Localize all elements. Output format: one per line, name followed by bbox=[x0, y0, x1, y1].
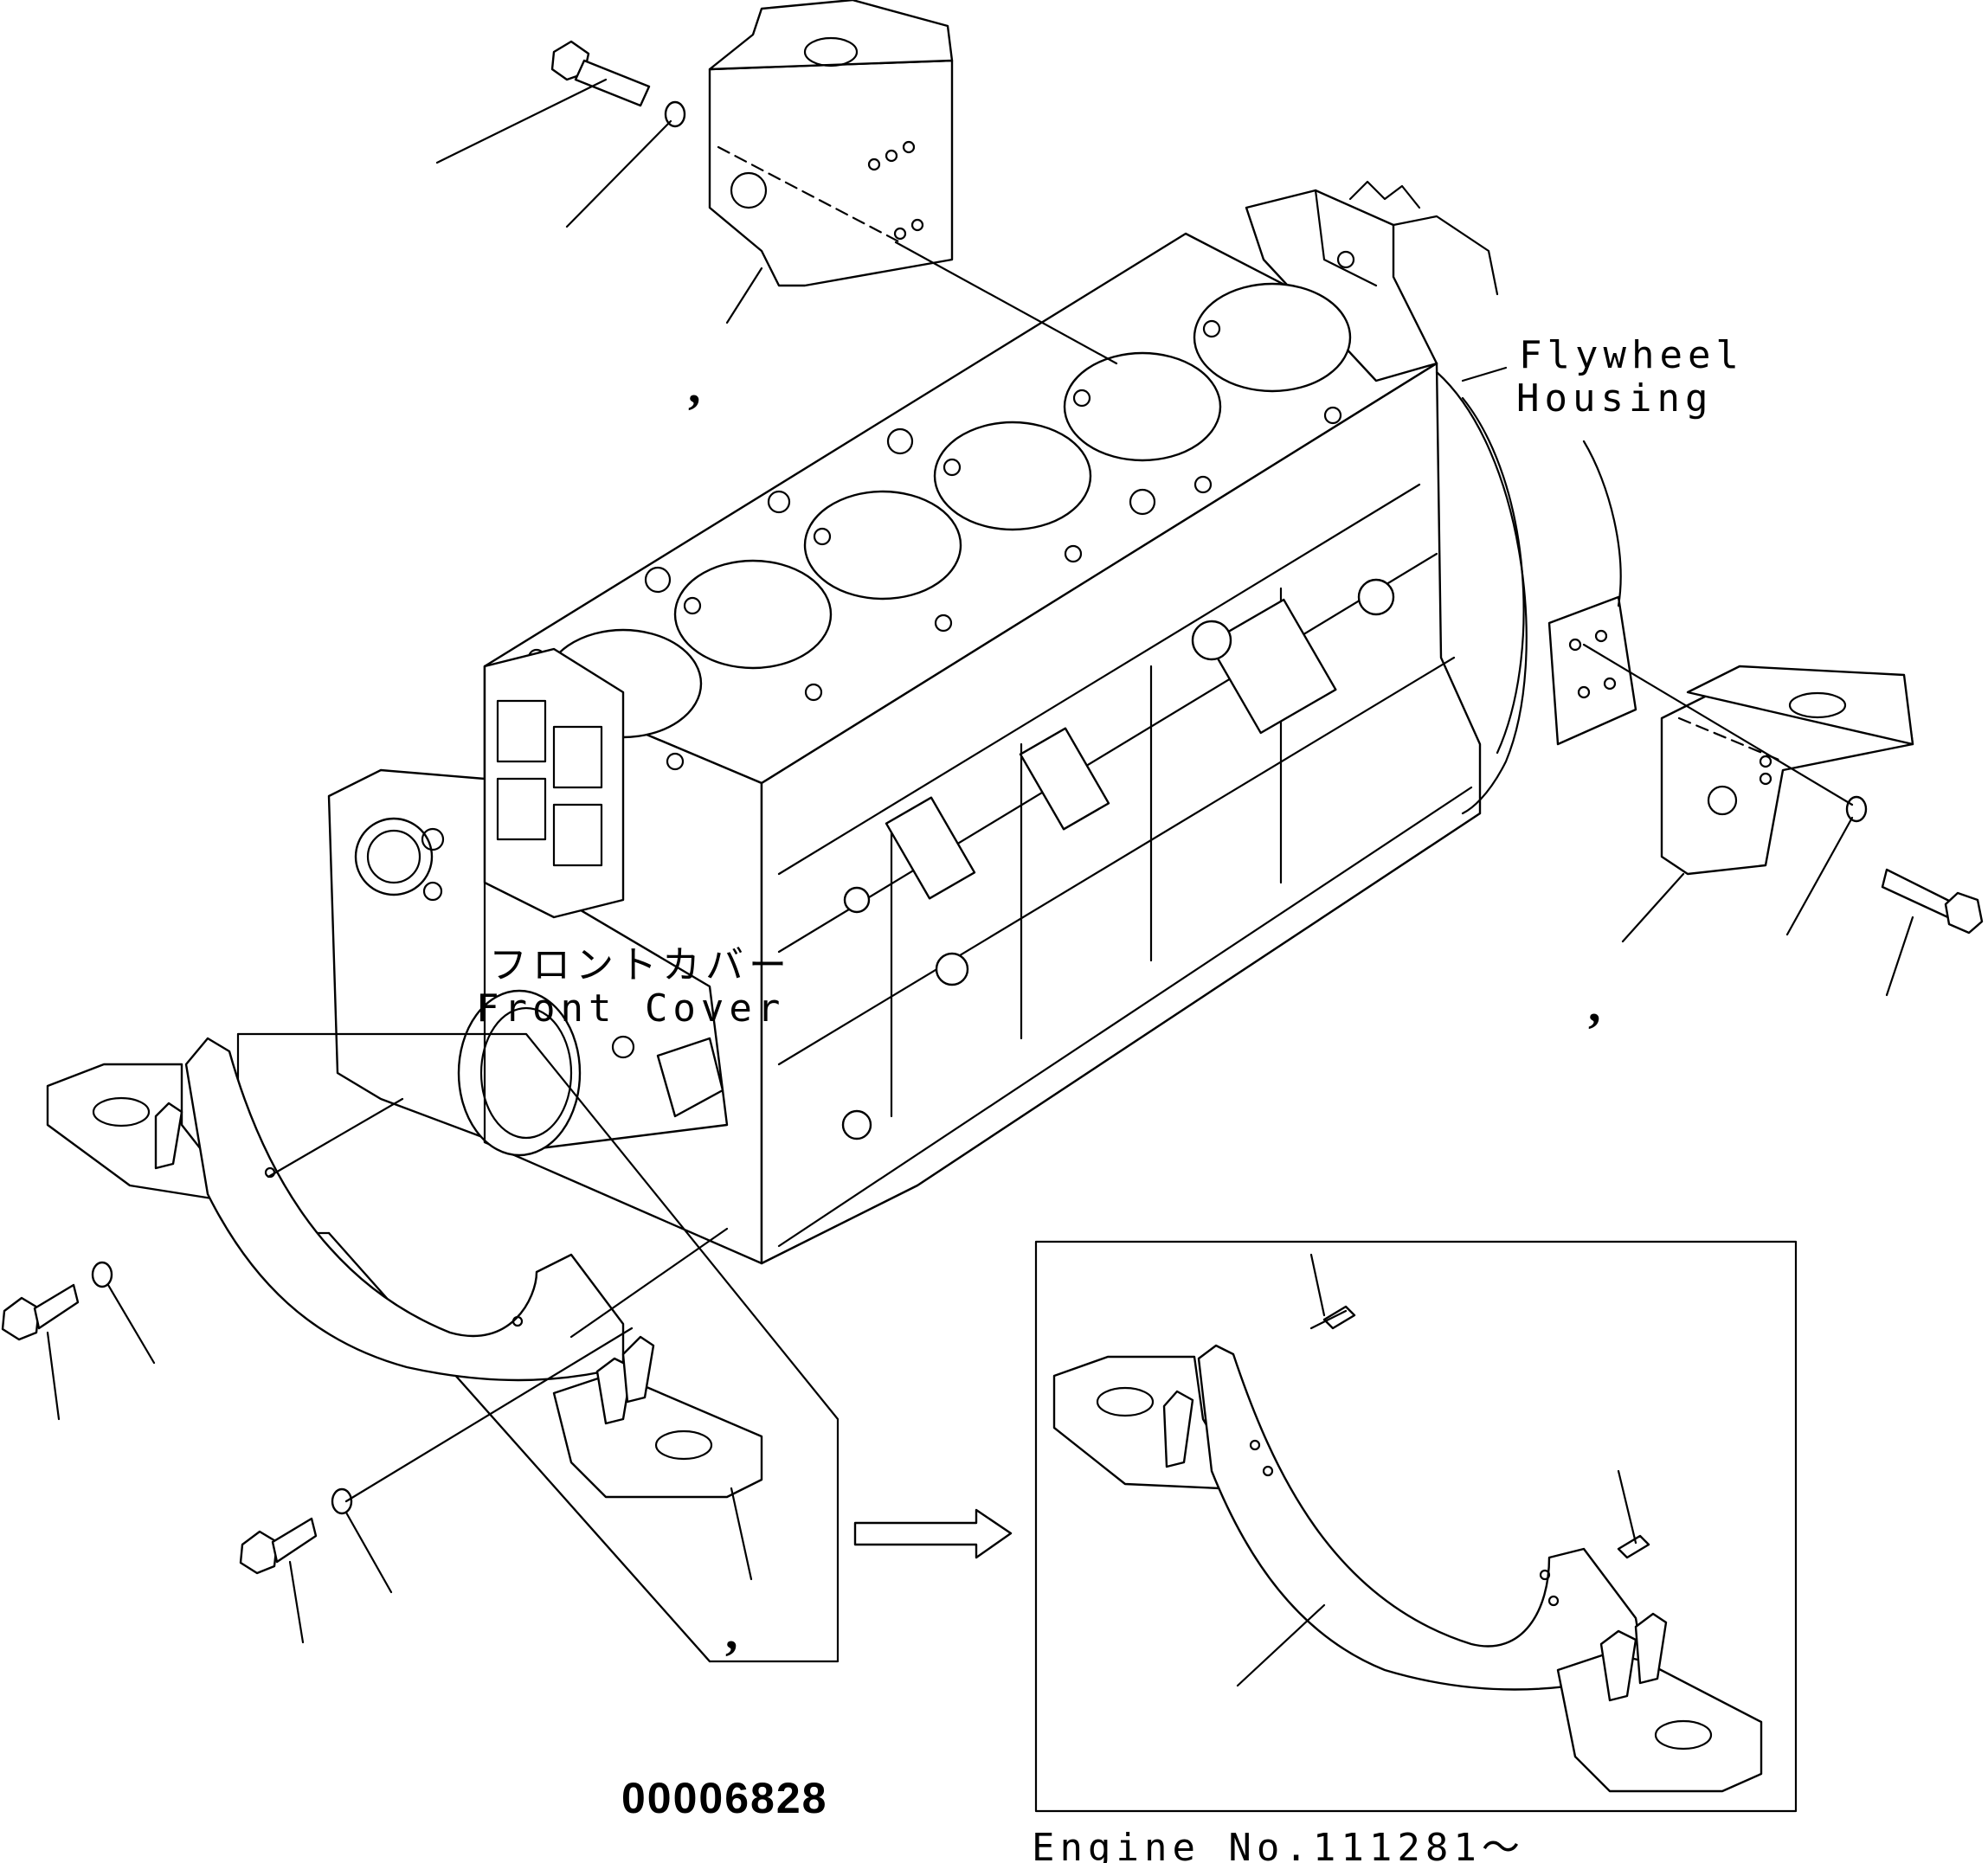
new-leader-lines bbox=[1236, 1253, 1637, 1687]
top-mount-bracket bbox=[708, 0, 954, 287]
front-bolts bbox=[1, 1261, 353, 1575]
front-cover bbox=[327, 665, 729, 1157]
callout-mark-right: , bbox=[1588, 976, 1601, 1032]
callout-mark-top: , bbox=[688, 357, 701, 414]
top-bolt bbox=[550, 40, 686, 128]
engine-block bbox=[327, 180, 1528, 1265]
arrow-icon bbox=[853, 1508, 1013, 1559]
right-leader-lines bbox=[1461, 366, 1914, 997]
engine-serial-label: Engine No.111281～ bbox=[1032, 1826, 1525, 1863]
drawing-number: 00006828 bbox=[621, 1774, 827, 1822]
top-leader-lines bbox=[435, 78, 1118, 365]
front-cover-label-en: Front Cover bbox=[476, 986, 785, 1031]
front-cover-label-jp: フロントカバー bbox=[489, 943, 792, 987]
head-bolt-holes bbox=[527, 250, 1355, 771]
flywheel-housing-label-line2: Housing bbox=[1516, 376, 1713, 421]
right-mount-bracket bbox=[1547, 595, 1914, 876]
right-bolt bbox=[1845, 795, 1984, 935]
front-support bbox=[46, 1037, 763, 1499]
flywheel-housing-label-line1: Flywheel bbox=[1519, 333, 1744, 377]
new-support bbox=[1052, 1305, 1763, 1793]
new-support-box bbox=[1034, 1240, 1798, 1813]
front-leader-lines bbox=[46, 1097, 753, 1644]
callout-mark-front: , bbox=[725, 1603, 738, 1660]
